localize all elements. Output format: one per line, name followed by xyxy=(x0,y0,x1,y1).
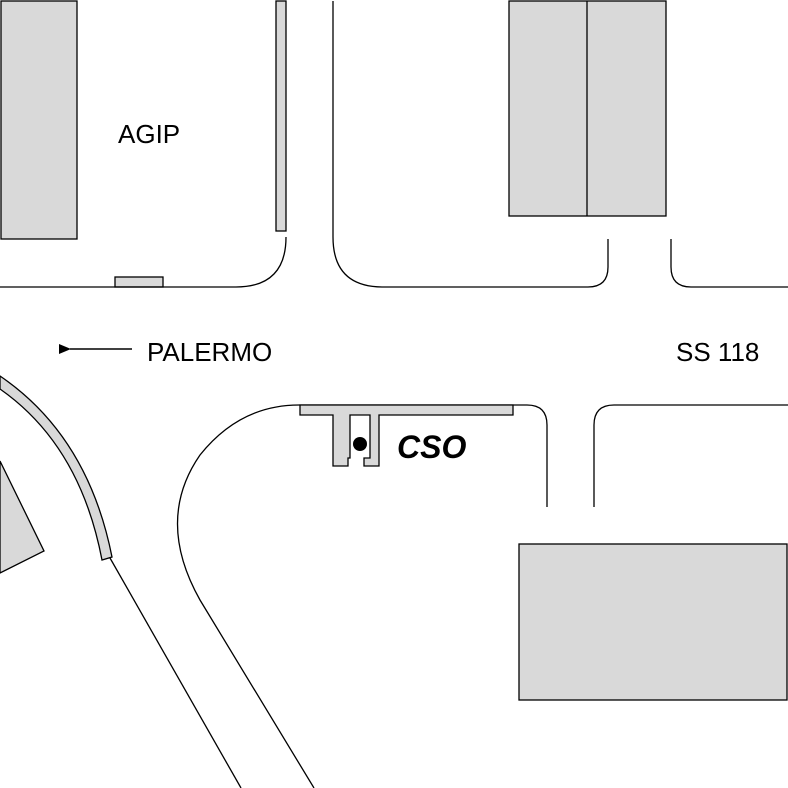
road-edge-agip-corner xyxy=(0,236,287,288)
kiosk-agip xyxy=(114,276,164,288)
station-shelter xyxy=(299,404,514,467)
building-south-east xyxy=(518,543,788,701)
road-edge-north-central xyxy=(332,1,609,288)
label-agip: AGIP xyxy=(118,119,180,149)
road-edge-south-west xyxy=(109,557,242,788)
road-edge-north-east xyxy=(670,239,788,288)
label-road: SS 118 xyxy=(676,337,759,367)
curved-median-strip xyxy=(0,375,113,561)
road-edge-south-east xyxy=(593,404,788,507)
road-edge-south-central xyxy=(176,404,548,788)
station-dot-icon xyxy=(353,437,367,451)
building-agip-west xyxy=(0,0,78,240)
wall-agip-east xyxy=(275,0,287,232)
triangle-island xyxy=(0,460,45,574)
label-station: CSO xyxy=(397,429,466,465)
label-direction: PALERMO xyxy=(147,337,272,367)
